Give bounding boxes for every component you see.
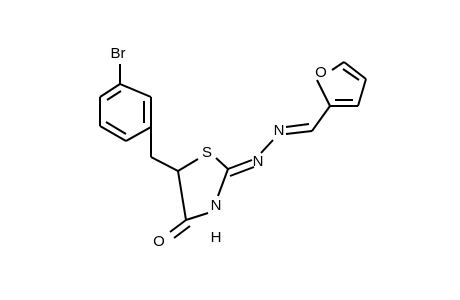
bond-benzene-6 [119,83,152,98]
bond-n-ch-b [285,123,310,128]
bond-furan-c3-c4 [357,78,367,107]
bond-c4-o-b [173,225,191,239]
bond-benzene-1 [99,83,121,98]
bond-c4-c5 [177,170,187,221]
atom-labels: Br O S N N N H O [111,45,327,250]
atom-label-furan-oxygen: O [315,64,327,81]
bond-furan-c5-o [331,61,345,71]
bond-benzene-4 [125,126,152,142]
bond-ch2-c5 [150,156,179,172]
bond-c4-o-a [169,219,187,233]
bond-c2-n3 [217,168,229,197]
bond-benzene-inner-a [106,90,122,101]
bond-benzene-3 [99,125,127,142]
bond-c5-s [177,158,199,172]
atom-label-amide-nitrogen: N [211,197,222,214]
bond-furan-c4-c5 [343,61,367,80]
bond-furan-inner-b [342,68,360,81]
bond-benzene-inner-b [105,121,127,135]
bond-n-ch-a [285,130,313,135]
atom-label-bromine: Br [111,45,126,62]
atom-label-hydrazone-n2: N [274,122,285,139]
bond-n-n [260,139,274,154]
atom-label-ring-sulfur: S [202,144,212,161]
bonds [99,61,367,239]
atom-label-carbonyl-oxygen: O [153,233,165,250]
atom-label-amide-hydrogen: H [211,229,222,246]
bond-c2-n-b [229,166,255,177]
bond-n3-c4 [185,212,209,221]
atom-label-hydrazone-n1: N [253,153,264,170]
bond-furan-o-c2 [316,79,331,107]
bond-c2-n-a [227,159,253,170]
bond-ch-furan [311,105,331,132]
bond-s-c2 [215,157,229,170]
